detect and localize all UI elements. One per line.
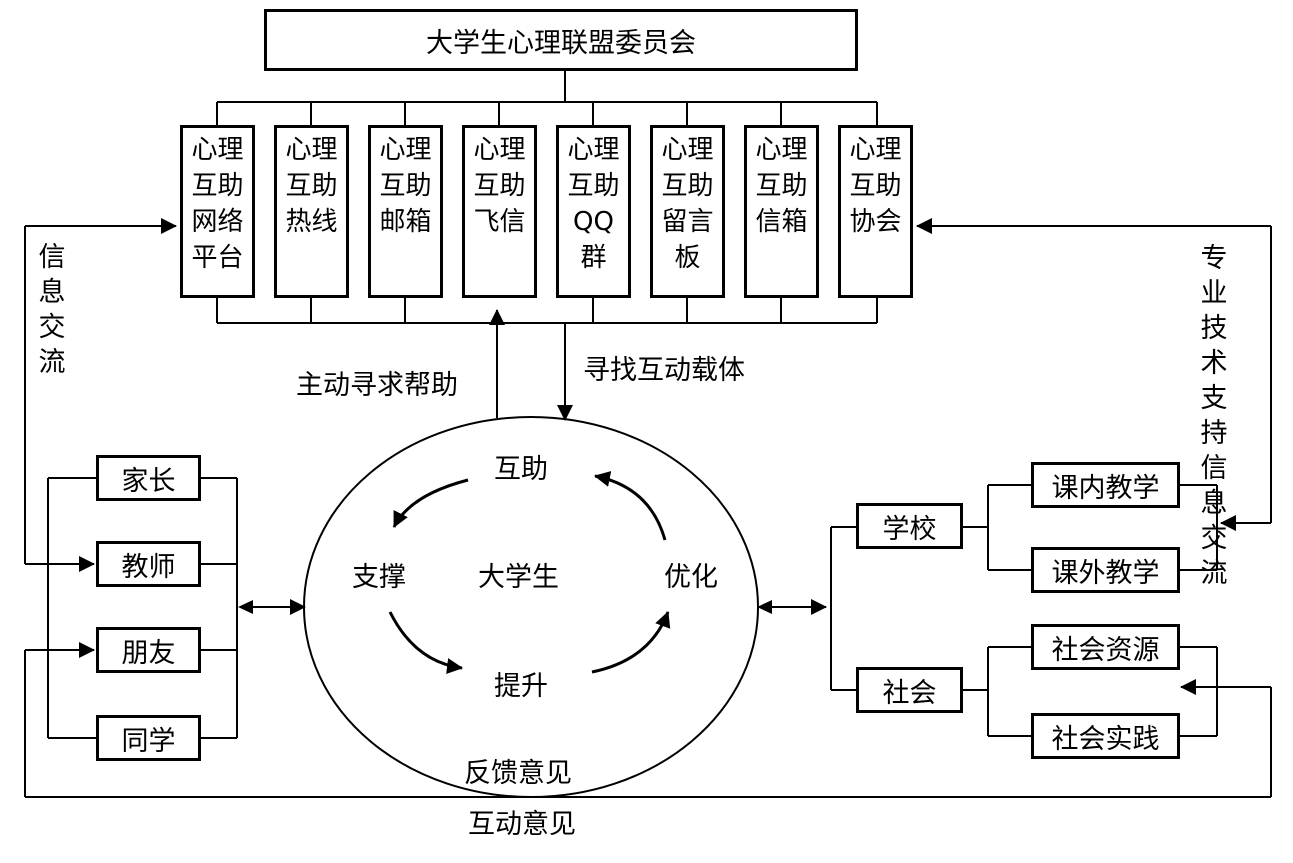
find-carrier-label: 寻找互动载体: [583, 355, 745, 386]
cycle-arrow-3: [591, 611, 671, 674]
cycle-arrow-1: [392, 478, 469, 528]
in-class-teaching-box: 课内教学: [1031, 462, 1180, 508]
seek-help-label: 主动寻求帮助: [296, 370, 458, 401]
teachers-box: 教师: [96, 541, 201, 587]
society-box: 社会: [856, 667, 963, 713]
friends-box: 朋友: [96, 627, 201, 673]
extracurricular-teaching-box: 课外教学: [1031, 547, 1180, 593]
school-box: 学校: [856, 503, 963, 549]
channel-mailbox: 心理互助信箱: [744, 125, 819, 298]
channel-hotline: 心理互助热线: [274, 125, 349, 298]
cycle-arrow-2: [388, 611, 463, 675]
cycle-bottom-label: 提升: [494, 671, 548, 702]
parents-box: 家长: [96, 455, 201, 501]
info-exchange-label: 信息交流: [38, 242, 66, 378]
feedback-label: 反馈意见: [464, 758, 572, 789]
cycle-arrow-4: [594, 471, 667, 541]
channel-association: 心理互助协会: [838, 125, 913, 298]
channel-network-platform: 心理互助网络平台: [180, 125, 255, 298]
cycle-right-label: 优化: [664, 562, 718, 593]
channel-email: 心理互助邮箱: [368, 125, 443, 298]
cycle-top-label: 互助: [494, 454, 548, 485]
channel-fetion: 心理互助飞信: [462, 125, 537, 298]
interaction-label: 互动意见: [468, 809, 576, 840]
classmates-box: 同学: [96, 715, 201, 761]
committee-label: 大学生心理联盟委员会: [426, 27, 696, 59]
social-resources-box: 社会资源: [1031, 624, 1180, 670]
tech-support-label: 专业技术支持信息交流: [1200, 243, 1228, 589]
social-practice-box: 社会实践: [1031, 713, 1180, 759]
student-ellipse: [303, 416, 759, 798]
cycle-left-label: 支撑: [352, 562, 406, 593]
cycle-center-label: 大学生: [478, 562, 559, 593]
channel-qq-group: 心理互助QQ群: [556, 125, 631, 298]
committee-box: 大学生心理联盟委员会: [264, 9, 858, 71]
channel-message-board: 心理互助留言板: [650, 125, 725, 298]
